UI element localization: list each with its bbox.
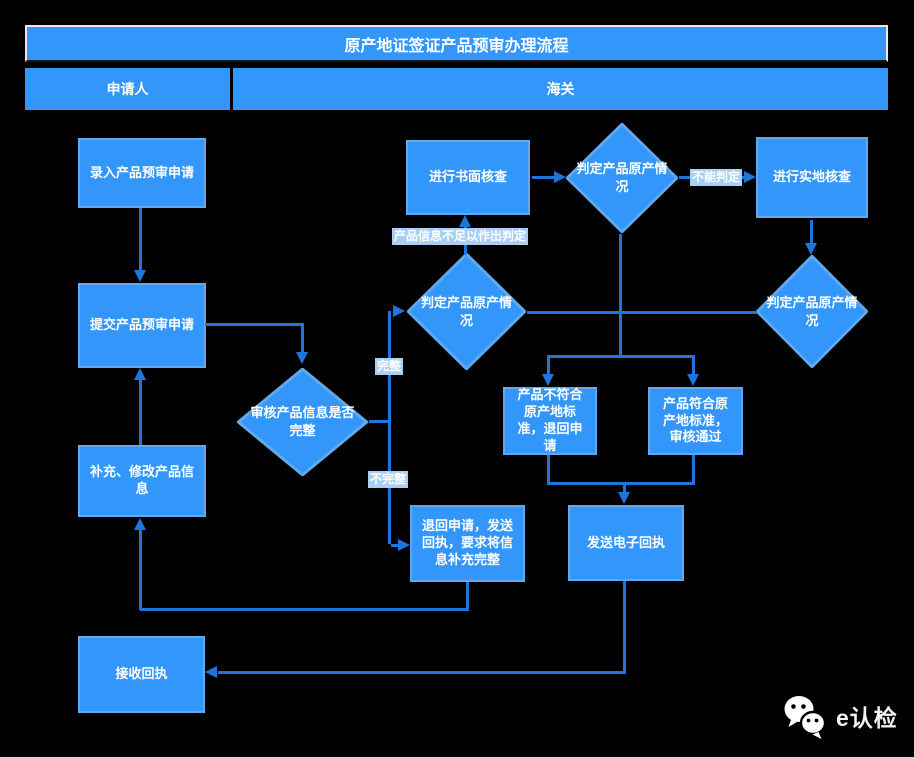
connector	[139, 208, 142, 271]
connector	[692, 455, 695, 484]
decision-review-info-complete: 审核产品信息是否完整	[237, 368, 368, 476]
arrowhead	[296, 352, 308, 364]
connector	[301, 323, 304, 353]
connector	[466, 582, 469, 610]
connector	[623, 482, 626, 494]
decision-judge-origin-initial: 判定产品原产情况	[407, 253, 526, 370]
connector	[623, 581, 626, 673]
node-receive-receipt: 接收回执	[78, 636, 205, 713]
node-not-meet-standard: 产品不符合原产地标准，退回申请	[503, 387, 597, 455]
edge-label-insufficient-info: 产品信息不足以作出判定	[392, 228, 529, 245]
watermark-brand: e认检	[836, 705, 898, 731]
arrowhead	[744, 171, 756, 183]
arrowhead	[459, 215, 471, 227]
arrowhead	[687, 374, 699, 386]
decision-judge-origin-after-field: 判定产品原产情况	[756, 255, 868, 368]
watermark: e认检	[782, 692, 898, 740]
node-field-check: 进行实地核查	[756, 137, 868, 218]
connector	[619, 234, 622, 357]
arrowhead	[134, 368, 146, 380]
node-return-application: 退回申请，发送回执，要求将信息补充完整	[410, 505, 525, 582]
arrowhead	[134, 518, 146, 530]
node-submit-application: 提交产品预审申请	[78, 283, 206, 368]
diamond-shape	[237, 368, 368, 476]
page-title: 原产地证签证产品预审办理流程	[25, 25, 888, 62]
connector	[547, 355, 695, 358]
arrowhead	[393, 305, 405, 317]
connector	[810, 220, 813, 244]
lane-applicant-label: 申请人	[106, 81, 149, 97]
connector	[140, 608, 469, 611]
node-supplement-modify-info: 补充、修改产品信息	[78, 445, 206, 517]
node-enter-application: 录入产品预审申请	[78, 138, 206, 208]
arrowhead	[805, 243, 817, 255]
arrowhead	[618, 492, 630, 504]
connector	[139, 530, 142, 610]
arrowhead	[542, 374, 554, 386]
edge-label-incomplete: 不完整	[368, 471, 409, 488]
decision-label: 判定产品原产情况	[576, 161, 668, 194]
connector	[692, 355, 695, 375]
connector	[527, 311, 757, 314]
node-meet-standard: 产品符合原产地标准，审核通过	[648, 387, 743, 455]
wechat-icon	[784, 696, 827, 739]
diamond-shape	[407, 253, 526, 370]
page-title-text: 原产地证签证产品预审办理流程	[344, 37, 569, 55]
arrowhead	[134, 270, 146, 282]
lane-header-applicant: 申请人	[25, 68, 230, 110]
connector	[388, 311, 391, 544]
decision-label: 审核产品信息是否完整	[250, 405, 355, 438]
decision-judge-origin-after-written: 判定产品原产情况	[566, 123, 678, 233]
arrowhead	[205, 666, 217, 678]
connector	[532, 176, 555, 179]
node-send-e-receipt: 发送电子回执	[568, 505, 684, 581]
edge-label-complete: 完整	[375, 358, 404, 375]
connector	[139, 380, 142, 445]
arrowhead	[398, 539, 410, 551]
arrowhead	[554, 171, 566, 183]
decision-label: 判定产品原产情况	[766, 294, 858, 328]
connector	[547, 355, 550, 375]
decision-label: 判定产品原产情况	[420, 294, 512, 328]
diamond-shape	[756, 255, 868, 368]
connector	[218, 671, 626, 674]
connector	[391, 544, 399, 547]
lane-customs-label: 海关	[546, 81, 575, 97]
diamond-shape	[566, 123, 678, 233]
node-written-check: 进行书面核查	[406, 140, 530, 215]
connector	[547, 455, 550, 484]
connector	[369, 420, 391, 423]
edge-label-cannot-judge: 不能判定	[690, 169, 743, 186]
connector	[205, 323, 304, 326]
lane-header-customs: 海关	[233, 68, 888, 110]
connector	[547, 482, 695, 485]
